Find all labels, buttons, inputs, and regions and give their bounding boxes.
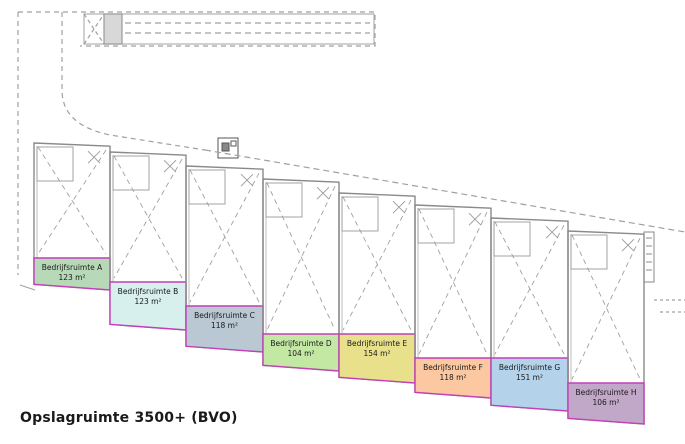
- unit-h-name: Bedrijfsruimte H: [575, 388, 636, 397]
- unit-a-area-value: 123 m²: [58, 273, 85, 282]
- boundary-line: [204, 149, 685, 233]
- utility-block: [217, 137, 239, 159]
- unit-g-name: Bedrijfsruimte G: [499, 363, 560, 372]
- unit-d-name: Bedrijfsruimte D: [270, 339, 331, 348]
- unit-c-name: Bedrijfsruimte C: [194, 311, 255, 320]
- unit-d-area-value: 104 m²: [287, 349, 314, 358]
- edge-line: [19, 284, 36, 291]
- unit-b-name: Bedrijfsruimte B: [118, 287, 179, 296]
- unit-f-area-value: 118 m²: [439, 373, 466, 382]
- unit-h-area-value: 106 m²: [592, 398, 619, 407]
- access-road: [17, 11, 376, 275]
- unit-h-area: [567, 382, 645, 425]
- end-structure: [643, 231, 685, 313]
- page-title: Opslagruimte 3500+ (BVO): [20, 410, 238, 426]
- unit-g-area-value: 151 m²: [516, 373, 543, 382]
- unit-f-name: Bedrijfsruimte F: [423, 363, 483, 372]
- unit-a-name: Bedrijfsruimte A: [42, 263, 103, 272]
- unit-b-area-value: 123 m²: [134, 297, 161, 306]
- unit-c-area-value: 118 m²: [211, 321, 238, 330]
- unit-e-area-value: 154 m²: [363, 349, 390, 358]
- unit-e-name: Bedrijfsruimte E: [347, 339, 407, 348]
